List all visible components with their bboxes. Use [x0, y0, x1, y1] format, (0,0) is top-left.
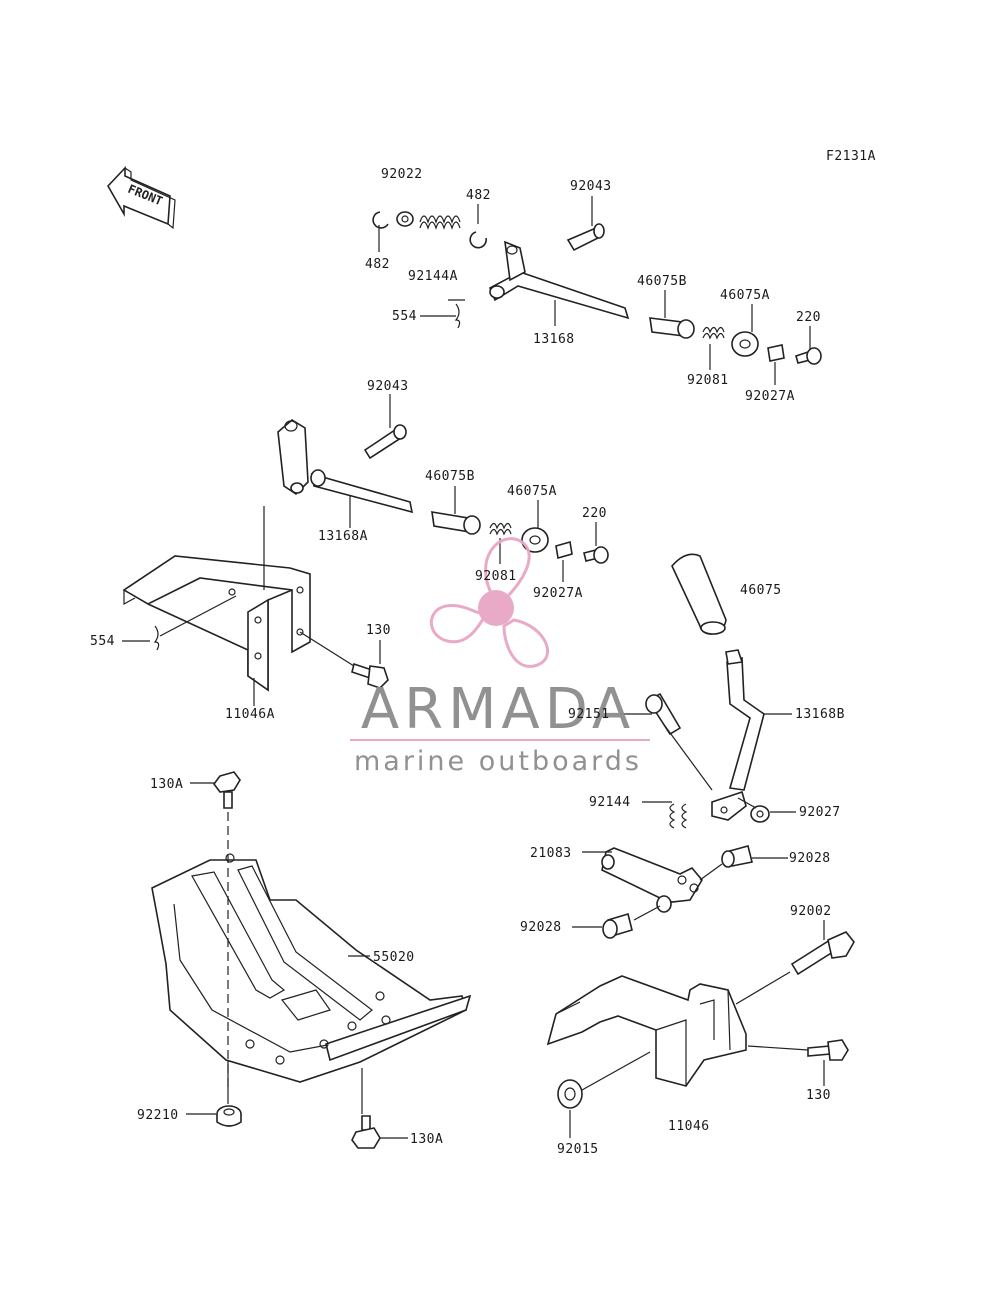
label-92028-left: 92028 [520, 920, 562, 935]
leaders-mid [122, 394, 597, 706]
cup-46075a-upper [731, 331, 759, 357]
bolt-130-right [807, 1045, 831, 1057]
shaft-13168a [311, 472, 414, 514]
spring-92144 [669, 803, 676, 829]
label-92144a: 92144A [408, 269, 458, 284]
label-11046a: 11046A [225, 707, 275, 722]
label-92002: 92002 [790, 904, 832, 919]
collar-92027a-mid [555, 540, 573, 560]
upper-shaft-assembly [372, 211, 822, 365]
skid-plate-55020 [151, 853, 472, 1083]
watermark-tagline: marine outboards [354, 746, 642, 777]
nut-92015 [557, 1079, 583, 1109]
label-130-right: 130 [806, 1088, 831, 1103]
label-46075b-mid: 46075B [425, 469, 475, 484]
nut-92210 [216, 1105, 242, 1127]
label-130a-top: 130A [150, 777, 183, 792]
label-92144: 92144 [589, 795, 631, 810]
label-92027: 92027 [799, 805, 841, 820]
label-130-mid: 130 [366, 623, 391, 638]
label-92028-right: 92028 [789, 851, 831, 866]
label-11046: 11046 [668, 1119, 710, 1134]
bracket-11046 [546, 931, 855, 1109]
label-13168b: 13168B [795, 707, 845, 722]
label-92043-upper: 92043 [570, 179, 612, 194]
leaders-skid [186, 782, 408, 1139]
label-554-upper: 554 [392, 309, 417, 324]
washer-92027 [750, 805, 770, 823]
clip-554-upper [454, 303, 461, 329]
label-46075a-mid: 46075A [507, 484, 557, 499]
shift-lever-assembly [645, 553, 770, 829]
e-clip-482-mid [469, 231, 487, 249]
label-220-upper: 220 [796, 310, 821, 325]
label-46075: 46075 [740, 583, 782, 598]
leaders-bracket [569, 920, 825, 1138]
cup-46075a-mid [521, 527, 549, 553]
label-482-mid: 482 [466, 188, 491, 203]
label-92027a-upper: 92027A [745, 389, 795, 404]
diagram-code: F2131A [826, 149, 876, 164]
label-92027a-mid: 92027A [533, 586, 583, 601]
label-92151: 92151 [568, 707, 610, 722]
spring-92081-mid [489, 522, 512, 530]
part-labels: 92022 482 482 92043 92144A 554 46075B 46… [90, 167, 845, 1157]
label-554-mid: 554 [90, 634, 115, 649]
bolt-130a-top [213, 771, 241, 809]
bolt-130-mid [351, 662, 389, 689]
collar-92027a-upper [767, 344, 785, 362]
spring-92144a [419, 215, 461, 230]
watermark-brand: ARMADA [361, 677, 635, 742]
washer-upper-left [396, 211, 414, 227]
leaders-upper [378, 196, 811, 385]
spring-92081-upper [702, 326, 725, 334]
label-130a-bottom: 130A [410, 1132, 443, 1147]
label-46075b-upper: 46075B [637, 274, 687, 289]
e-clip-482-left [372, 211, 389, 229]
lever-arm-13168a [277, 419, 309, 496]
bracket-11046a [122, 555, 311, 692]
label-92081-upper: 92081 [687, 373, 729, 388]
leaders-link [572, 851, 788, 928]
link-21083 [601, 845, 753, 939]
label-55020: 55020 [373, 950, 415, 965]
clip-554-mid [153, 625, 160, 651]
lever-rod-13168b [726, 656, 765, 791]
front-arrow-icon: FRONT [107, 165, 176, 230]
label-92081-mid: 92081 [475, 569, 517, 584]
label-13168a: 13168A [318, 529, 368, 544]
label-46075a-upper: 46075A [720, 288, 770, 303]
label-92210: 92210 [137, 1108, 179, 1123]
label-92015: 92015 [557, 1142, 599, 1157]
label-220-mid: 220 [582, 506, 607, 521]
label-482-left: 482 [365, 257, 390, 272]
label-13168: 13168 [533, 332, 575, 347]
label-21083: 21083 [530, 846, 572, 861]
bolt-130a-bottom [351, 1115, 381, 1149]
label-92043-mid: 92043 [367, 379, 409, 394]
propeller-icon [429, 537, 549, 668]
armada-logo: ARMADA marine outboards [350, 537, 650, 777]
label-92022: 92022 [381, 167, 423, 182]
mid-shaft-assembly [277, 419, 609, 564]
leaders-shift [620, 713, 796, 813]
